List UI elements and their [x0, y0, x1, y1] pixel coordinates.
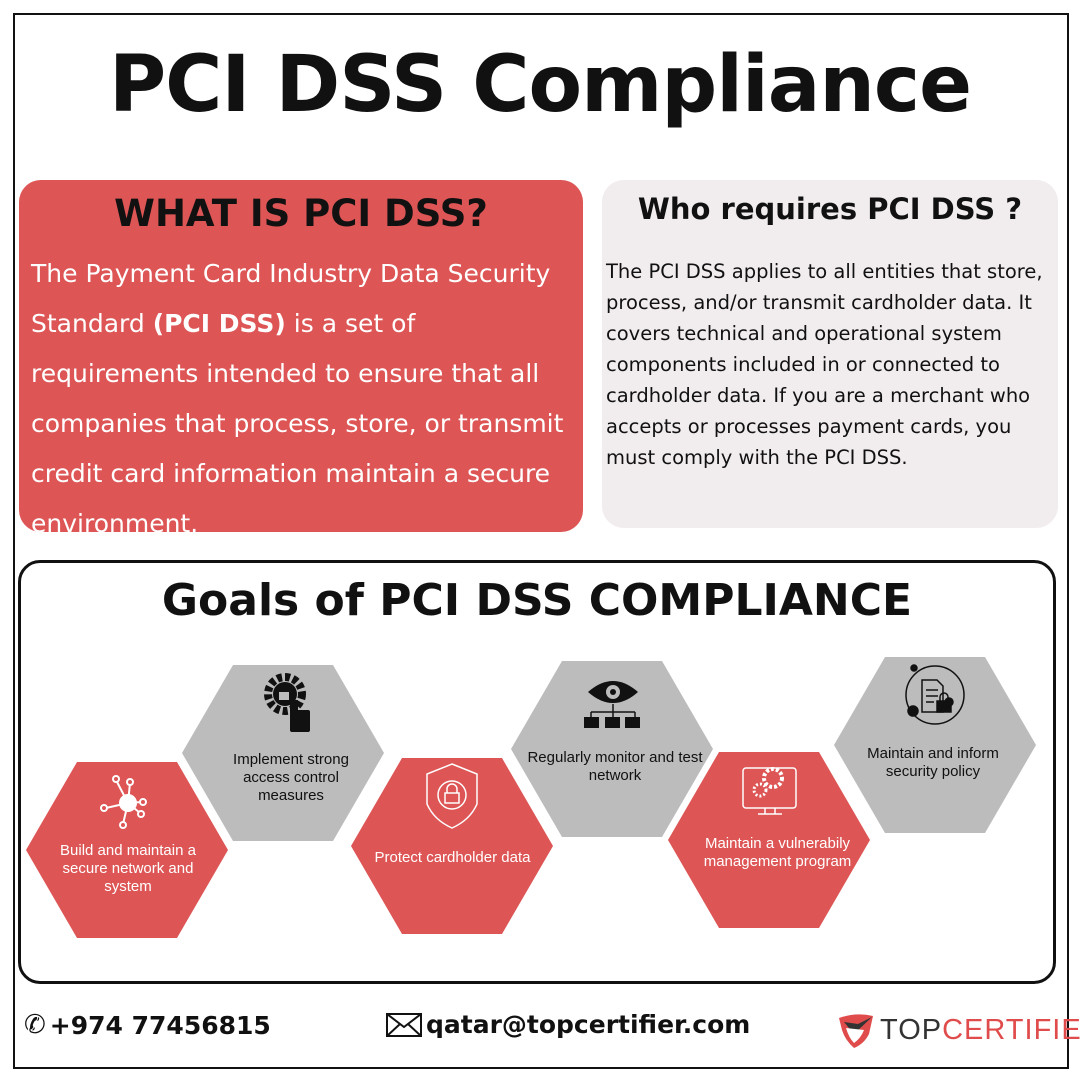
shield-lock-icon — [426, 763, 478, 829]
what-text: The Payment Card Industry Data Security … — [31, 249, 583, 549]
shield-check-logo-icon — [839, 1014, 873, 1048]
goal-hexagon-3 — [351, 758, 553, 934]
who-text: The PCI DSS applies to all entities that… — [606, 260, 1043, 469]
goal-hexagon-5 — [668, 752, 870, 928]
what-heading: WHAT IS PCI DSS? — [114, 192, 488, 235]
who-heading: Who requires PCI DSS ? — [637, 192, 1023, 226]
goals-heading: Goals of PCI DSS COMPLIANCE — [161, 575, 913, 626]
goal-label-4: Regularly monitor and test network — [527, 749, 703, 784]
goal-hexagon-1 — [26, 762, 228, 938]
logo-top: TOP — [880, 1013, 943, 1046]
gear-lock-hand-icon — [264, 673, 310, 732]
goal-hexagon-4 — [511, 661, 713, 837]
goal-hexagon-2 — [182, 665, 384, 841]
poster-frame — [13, 13, 1069, 1069]
page-title: PCI DSS Compliance — [108, 40, 972, 130]
eye-network-icon — [584, 681, 640, 728]
goal-label-3: Protect cardholder data — [374, 849, 531, 866]
logo-certifier: CERTIFIER — [942, 1013, 1080, 1046]
goal-label-6: Maintain and inform security policy — [867, 745, 999, 780]
document-lock-icon — [905, 664, 965, 725]
phone-number: +974 77456815 — [49, 1010, 271, 1040]
phone-contact[interactable]: ✆ +974 77456815 — [24, 1010, 271, 1040]
network-icon — [100, 775, 147, 829]
goal-hexagon-6 — [834, 657, 1036, 833]
goal-label-5: Maintain a vulnerabily management progra… — [703, 835, 852, 870]
what-text-bold: (PCI DSS) — [152, 309, 286, 338]
goals-panel: Goals of PCI DSS COMPLIANCE — [18, 560, 1056, 984]
topcertifier-logo: TOPCERTIFIER — [836, 1010, 1080, 1050]
phone-icon: ✆ — [24, 1010, 46, 1040]
goal-label-1: Build and maintain a secure network and … — [60, 842, 196, 895]
who-requires-panel: Who requires PCI DSS ? The PCI DSS appli… — [602, 180, 1058, 528]
what-is-panel: WHAT IS PCI DSS? The Payment Card Indust… — [19, 180, 583, 538]
monitor-gears-icon — [742, 767, 797, 815]
envelope-icon — [386, 1012, 422, 1037]
email-contact[interactable]: qatar@topcertifier.com — [386, 1010, 750, 1039]
email-address: qatar@topcertifier.com — [426, 1010, 751, 1039]
what-text-2: is a set of requirements intended to ens… — [31, 309, 564, 538]
what-text-1: The Payment Card Industry Data Security … — [31, 259, 551, 338]
goal-label-2: Implement strong access control measures — [233, 751, 349, 804]
